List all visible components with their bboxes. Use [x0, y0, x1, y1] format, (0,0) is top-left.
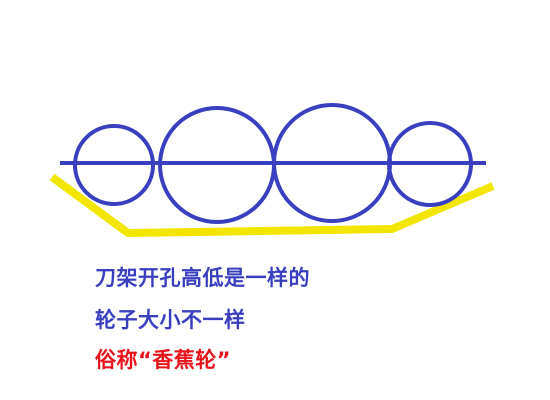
- wheel-small-right: [387, 121, 473, 207]
- blade-rack-line: [49, 173, 495, 237]
- wheel-small-left: [73, 124, 155, 206]
- caption-line-holes: 刀架开孔高低是一样的: [95, 266, 310, 290]
- caption-line-wheel-sizes: 轮子大小不一样: [95, 308, 246, 332]
- caption-line-banana-wheel: 俗称“香蕉轮”: [95, 348, 232, 372]
